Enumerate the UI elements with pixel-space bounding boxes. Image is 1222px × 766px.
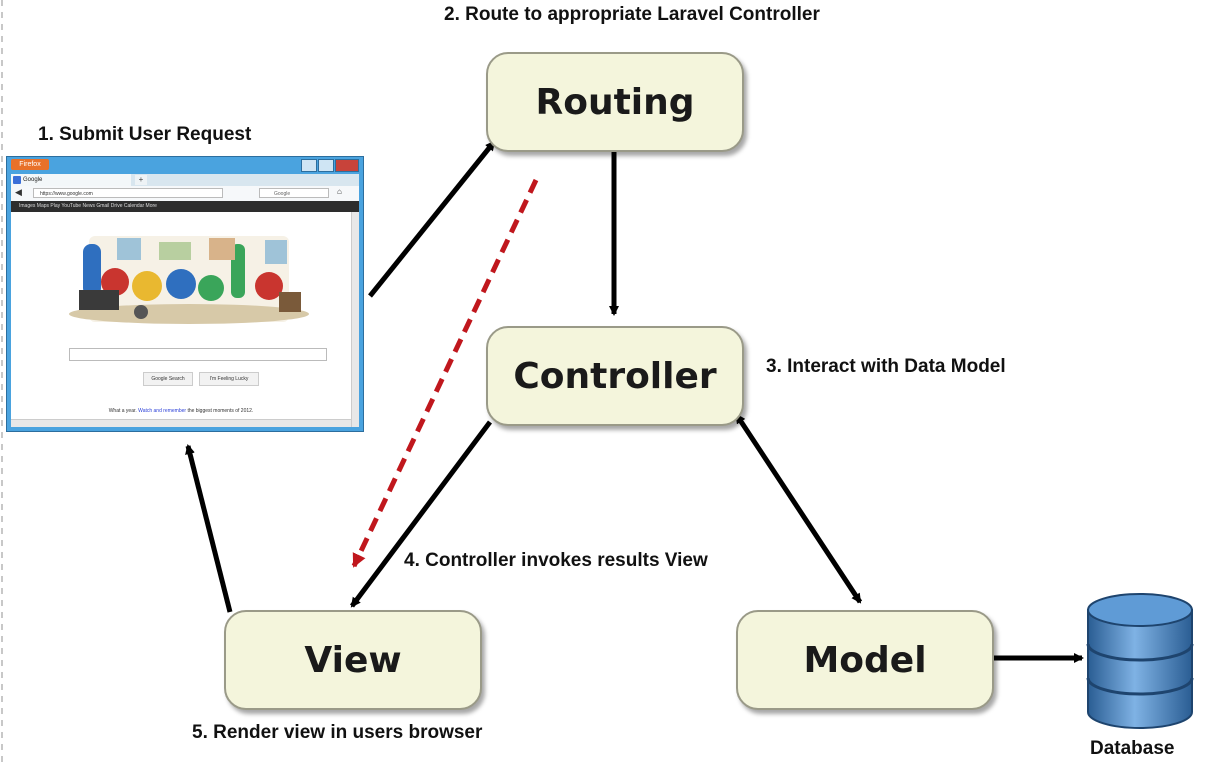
close-button[interactable] bbox=[335, 159, 359, 172]
google-toolbar: Images Maps Play YouTube News Gmail Driv… bbox=[11, 201, 359, 212]
footer-text-before: What a year. bbox=[108, 408, 137, 414]
database-icon bbox=[1086, 593, 1194, 729]
footer-link[interactable]: Watch and remember bbox=[138, 408, 187, 414]
arrow-controller-model-bidirectional bbox=[735, 413, 863, 604]
step1-label: 1. Submit User Request bbox=[38, 124, 252, 145]
browser-navbar: ◀ https://www.google.com Google ⌂ bbox=[11, 186, 359, 202]
home-icon[interactable]: ⌂ bbox=[337, 187, 342, 196]
browser-search-box[interactable]: Google bbox=[259, 188, 329, 198]
dashed-arrow-routing-to-view bbox=[351, 178, 539, 568]
url-bar[interactable]: https://www.google.com bbox=[33, 188, 223, 198]
routing-box-label: Routing bbox=[535, 81, 695, 123]
step3-label: 3. Interact with Data Model bbox=[766, 356, 1006, 377]
view-box-label: View bbox=[304, 639, 402, 681]
controller-box-label: Controller bbox=[513, 355, 717, 397]
model-box-label: Model bbox=[803, 639, 927, 681]
window-controls bbox=[301, 159, 359, 172]
google-search-button[interactable]: Google Search bbox=[143, 372, 193, 386]
back-icon[interactable]: ◀ bbox=[15, 187, 22, 197]
left-border-dashes bbox=[1, 0, 3, 766]
step4-label: 4. Controller invokes results View bbox=[404, 550, 708, 571]
maximize-button[interactable] bbox=[318, 159, 334, 172]
step5-label: 5. Render view in users browser bbox=[192, 722, 483, 743]
footer-text-after: the biggest moments of 2012. bbox=[187, 408, 254, 414]
view-box: View bbox=[224, 610, 482, 710]
horizontal-scrollbar[interactable] bbox=[11, 419, 351, 427]
page-footer-text: What a year. Watch and remember the bigg… bbox=[11, 408, 351, 414]
browser-tab[interactable]: Google bbox=[11, 174, 131, 186]
feeling-lucky-button[interactable]: I'm Feeling Lucky bbox=[199, 372, 259, 386]
google-search-input[interactable] bbox=[69, 348, 327, 361]
browser-window: Firefox Google + ◀ https://www.google.co… bbox=[6, 156, 364, 432]
step2-label: 2. Route to appropriate Laravel Controll… bbox=[444, 4, 820, 25]
vertical-scrollbar[interactable] bbox=[351, 212, 359, 427]
controller-box: Controller bbox=[486, 326, 744, 426]
browser-page: Google Search I'm Feeling Lucky What a y… bbox=[11, 212, 359, 427]
arrow-controller-to-view bbox=[350, 420, 492, 608]
routing-box: Routing bbox=[486, 52, 744, 152]
firefox-menu-button[interactable]: Firefox bbox=[11, 159, 49, 170]
arrow-browser-to-routing bbox=[368, 140, 496, 298]
browser-tabbar: Google + bbox=[11, 174, 359, 186]
database-label: Database bbox=[1090, 738, 1175, 759]
minimize-button[interactable] bbox=[301, 159, 317, 172]
model-box: Model bbox=[736, 610, 994, 710]
browser-tab-title: Google bbox=[23, 177, 43, 183]
google-favicon-icon bbox=[13, 176, 21, 184]
arrow-view-to-browser bbox=[185, 444, 233, 613]
new-tab-icon[interactable]: + bbox=[135, 175, 147, 185]
browser-titlebar: Firefox bbox=[7, 157, 363, 173]
google-doodle-image bbox=[69, 236, 309, 324]
